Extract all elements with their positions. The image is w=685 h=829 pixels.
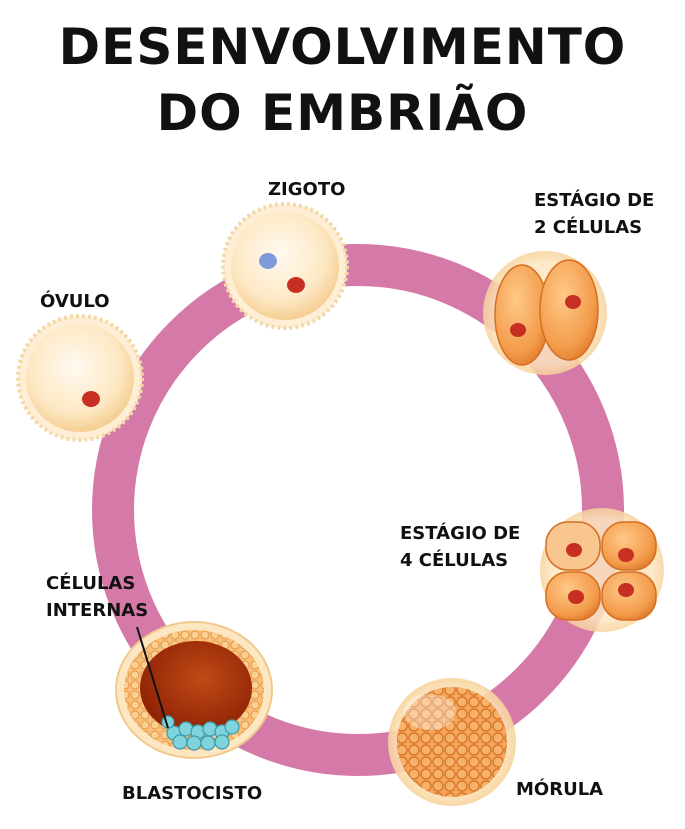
morula-embryo — [388, 678, 516, 806]
label-ovulo: ÓVULO — [40, 291, 110, 312]
label-inner-cells-2: INTERNAS — [46, 600, 149, 621]
nucleus — [565, 295, 581, 309]
label-zigoto: ZIGOTO — [268, 179, 346, 200]
nucleus — [618, 548, 634, 562]
label-two-cell-2: 2 CÉLULAS — [534, 217, 643, 238]
label-two-cell-1: ESTÁGIO DE — [534, 190, 655, 211]
label-four-cell-2: 4 CÉLULAS — [400, 550, 509, 571]
title-line-2: DO EMBRIÃO — [156, 84, 529, 142]
nucleus — [618, 583, 634, 597]
four-cell-embryo — [540, 508, 664, 632]
ovulo-cell — [16, 314, 144, 442]
title-line-1: DESENVOLVIMENTO — [58, 18, 627, 76]
label-inner-cells-1: CÉLULAS — [46, 573, 136, 594]
label-blastocisto: BLASTOCISTO — [122, 783, 263, 804]
nucleus — [568, 590, 584, 604]
nucleus — [566, 543, 582, 557]
label-morula: MÓRULA — [516, 779, 604, 800]
nucleus — [510, 323, 526, 337]
male-pronucleus — [259, 253, 277, 269]
label-four-cell-1: ESTÁGIO DE — [400, 523, 521, 544]
ovulo-nucleus — [82, 391, 100, 407]
inner-cells-pointer — [136, 626, 169, 729]
blastocoel — [140, 641, 252, 735]
blastocyst-embryo — [115, 621, 273, 759]
female-pronucleus — [287, 277, 305, 293]
two-cell-embryo — [483, 251, 607, 375]
zigoto-cell — [221, 202, 349, 330]
